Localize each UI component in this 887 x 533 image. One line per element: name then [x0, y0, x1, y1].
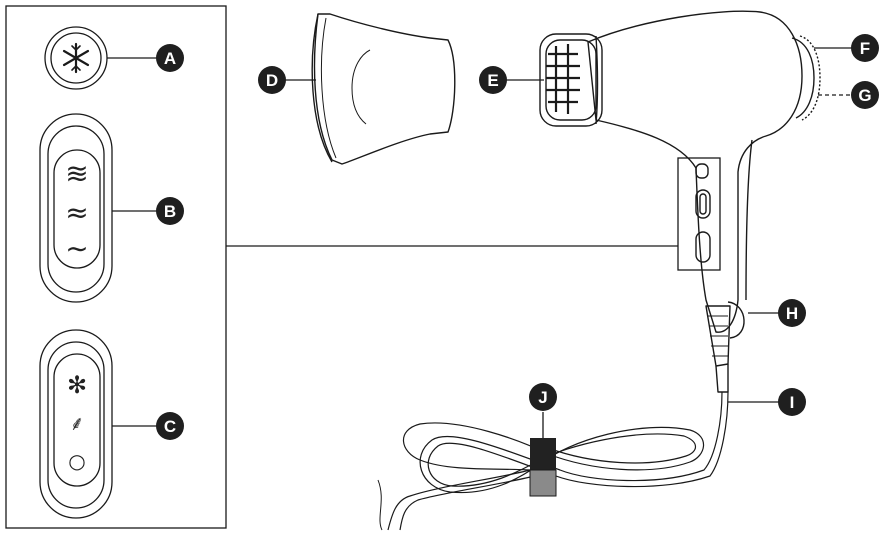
svg-text:E: E	[487, 71, 498, 90]
dryer-barrel	[587, 10, 803, 333]
handle-controls	[695, 163, 711, 263]
heat-medium-symbol: ≈	[65, 196, 88, 229]
speed-low-symbol: ⸙	[70, 411, 85, 435]
label-badge-b: B	[156, 197, 184, 225]
label-badge-d: D	[258, 66, 286, 94]
heat-high-symbol: ≋	[65, 157, 88, 190]
speed-symbols: ✻ ⸙ ○	[67, 371, 87, 473]
rear-air-intake	[791, 37, 815, 119]
handle-controls-zoom-frame	[677, 157, 721, 271]
heat-symbols: ≋ ≈ ∼	[65, 157, 88, 265]
label-badge-j: J	[529, 383, 557, 411]
svg-text:D: D	[266, 71, 278, 90]
speed-switch	[39, 329, 113, 519]
label-badge-h: H	[778, 299, 806, 327]
svg-text:B: B	[164, 202, 176, 221]
snowflake-icon	[62, 42, 90, 74]
speed-off-symbol: ○	[68, 449, 85, 473]
svg-text:I: I	[790, 393, 795, 412]
front-grille	[539, 33, 603, 127]
leader-lines	[107, 47, 852, 438]
power-cord	[377, 391, 729, 531]
svg-text:F: F	[860, 39, 870, 58]
svg-text:G: G	[858, 86, 871, 105]
cool-shot-button	[44, 26, 108, 90]
label-badge-g: G	[851, 81, 879, 109]
svg-text:H: H	[786, 304, 798, 323]
label-badges: A B C D E F G H	[156, 34, 879, 440]
label-badge-f: F	[851, 34, 879, 62]
svg-text:J: J	[538, 388, 547, 407]
svg-text:A: A	[164, 49, 176, 68]
label-badge-a: A	[156, 44, 184, 72]
heat-switch	[39, 113, 113, 303]
label-badge-i: I	[778, 388, 806, 416]
svg-text:C: C	[164, 417, 176, 436]
label-badge-c: C	[156, 412, 184, 440]
concentrator-nozzle	[311, 13, 456, 165]
control-panel-frame	[5, 5, 227, 529]
hang-loop	[727, 301, 745, 339]
control-panel-detail	[5, 5, 721, 529]
label-badge-e: E	[479, 66, 507, 94]
speed-high-symbol: ✻	[67, 371, 87, 399]
hair-dryer	[539, 10, 821, 393]
cord-tie	[529, 438, 557, 497]
heat-low-symbol: ∼	[65, 232, 88, 265]
